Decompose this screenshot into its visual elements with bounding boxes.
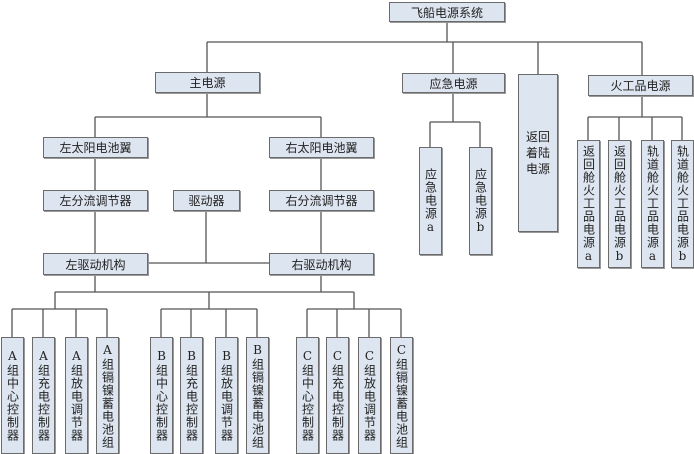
left-drive-mechanism-node: 左驱动机构 bbox=[43, 253, 148, 275]
right-solar-wing-node: 右太阳电池翼 bbox=[269, 137, 374, 158]
pyro-power-node: 火工品电源 bbox=[588, 75, 693, 96]
pyro-child-node: 轨道舱火工品电源a bbox=[641, 140, 664, 268]
left-shunt-regulator-node: 左分流调节器 bbox=[43, 190, 148, 211]
main-power-node: 主电源 bbox=[155, 72, 260, 93]
emergency-power-b-node: 应急电源b bbox=[469, 147, 492, 255]
group-c-node: C组放电调节器 bbox=[358, 337, 381, 454]
group-c-node: C组中心控制器 bbox=[296, 337, 319, 454]
group-a-node: A组镉镍蓄电池组 bbox=[96, 337, 119, 454]
group-c-node: C组镉镍蓄电池组 bbox=[390, 337, 413, 454]
group-b-node: B组充电控制器 bbox=[180, 337, 203, 454]
return-landing-power-node: 返回 着陆 电源 bbox=[518, 74, 558, 232]
group-a-node: A组充电控制器 bbox=[32, 337, 55, 454]
root-node: 飞船电源系统 bbox=[389, 2, 505, 22]
group-c-node: C组充电控制器 bbox=[326, 337, 349, 454]
group-b-node: B组中心控制器 bbox=[150, 337, 173, 454]
driver-node: 驱动器 bbox=[173, 190, 240, 211]
group-a-node: A组中心控制器 bbox=[1, 337, 24, 454]
right-drive-mechanism-node: 右驱动机构 bbox=[269, 253, 374, 275]
group-a-node: A组放电调节器 bbox=[65, 337, 88, 454]
pyro-child-node: 轨道舱火工品电源b bbox=[671, 140, 694, 268]
emergency-power-a-node: 应急电源a bbox=[419, 147, 442, 255]
right-shunt-regulator-node: 右分流调节器 bbox=[269, 190, 374, 211]
group-b-node: B组镉镍蓄电池组 bbox=[246, 337, 269, 454]
emergency-power-node: 应急电源 bbox=[402, 73, 505, 93]
pyro-child-node: 返回舱火工品电源b bbox=[608, 140, 631, 268]
group-b-node: B组放电调节器 bbox=[215, 337, 238, 454]
pyro-child-node: 返回舱火工品电源a bbox=[577, 140, 600, 268]
left-solar-wing-node: 左太阳电池翼 bbox=[43, 137, 148, 158]
